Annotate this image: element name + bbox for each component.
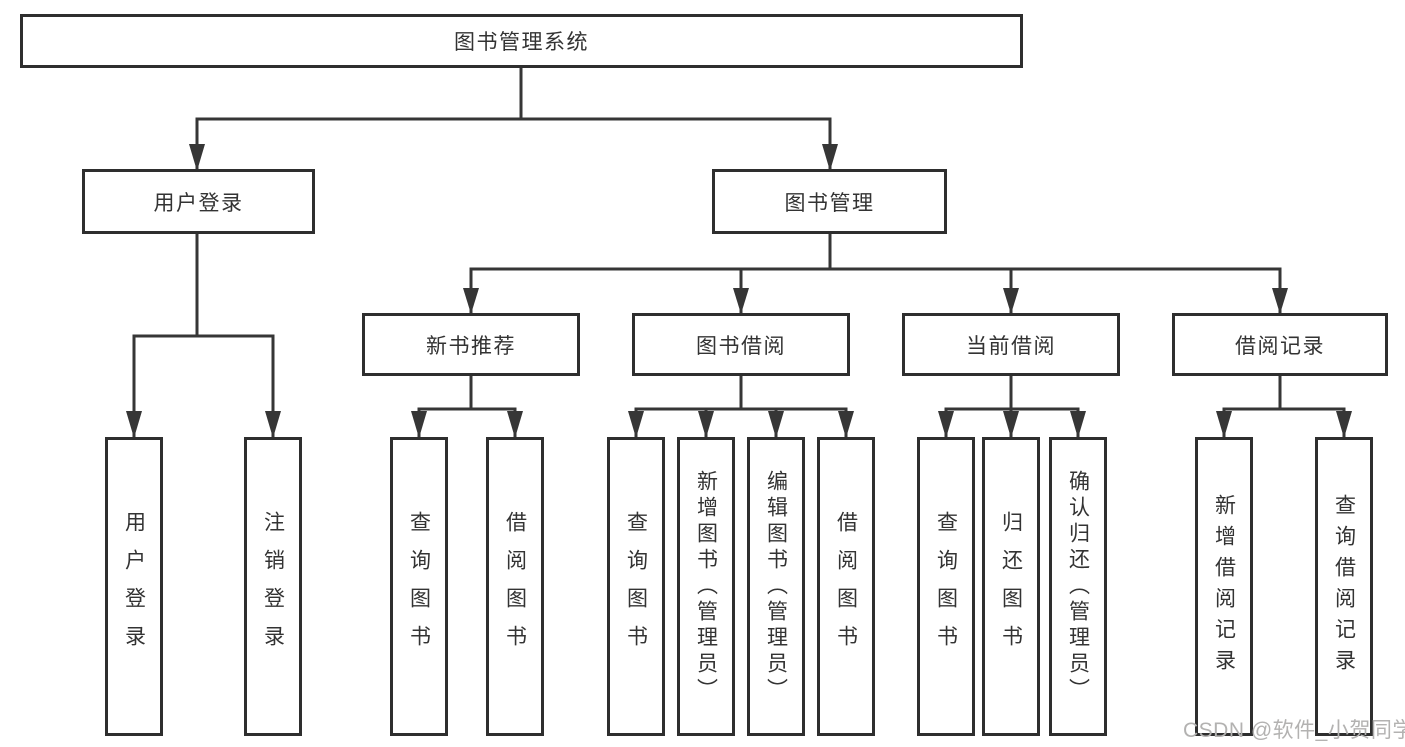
node-label: 当前借阅 bbox=[966, 334, 1056, 358]
leaf-add-book-admin: 新增图书（管理员） bbox=[677, 437, 735, 736]
node-user-login: 用户登录 bbox=[82, 169, 315, 234]
leaf-user-login: 用户登录 bbox=[105, 437, 163, 736]
node-label: 借阅图书 bbox=[834, 510, 858, 663]
node-label: 编辑图书（管理员） bbox=[764, 469, 788, 704]
leaf-current-query-book: 查询图书 bbox=[917, 437, 975, 736]
node-label: 查询图书 bbox=[624, 510, 648, 663]
node-label: 新增图书（管理员） bbox=[694, 469, 718, 704]
node-label: 查询图书 bbox=[934, 510, 958, 663]
node-label: 图书管理 bbox=[784, 191, 875, 215]
node-book-management: 图书管理 bbox=[712, 169, 947, 234]
leaf-borrowing-query-book: 查询图书 bbox=[607, 437, 665, 736]
node-library-management-system: 图书管理系统 bbox=[20, 14, 1023, 68]
node-book-borrowing: 图书借阅 bbox=[632, 313, 850, 376]
node-label: 用户登录 bbox=[122, 510, 146, 663]
node-label: 图书借阅 bbox=[696, 334, 786, 358]
leaf-recommend-query-book: 查询图书 bbox=[390, 437, 448, 736]
node-label: 查询图书 bbox=[407, 510, 431, 663]
node-label: 确认归还（管理员） bbox=[1066, 469, 1090, 704]
csdn-watermark: CSDN @软件_小贺同学 bbox=[1183, 719, 1405, 742]
leaf-confirm-return-admin: 确认归还（管理员） bbox=[1049, 437, 1107, 736]
node-label: 借阅图书 bbox=[503, 510, 527, 663]
leaf-recommend-borrow-book: 借阅图书 bbox=[486, 437, 544, 736]
leaf-return-book: 归还图书 bbox=[982, 437, 1040, 736]
node-current-borrowing: 当前借阅 bbox=[902, 313, 1120, 376]
node-label: 借阅记录 bbox=[1235, 334, 1325, 358]
node-label: 新书推荐 bbox=[426, 334, 516, 358]
arrowheads bbox=[126, 144, 1352, 438]
node-label: 归还图书 bbox=[999, 510, 1023, 663]
node-label: 注销登录 bbox=[261, 510, 285, 663]
leaf-logout: 注销登录 bbox=[244, 437, 302, 736]
node-label: 用户登录 bbox=[153, 191, 244, 215]
leaf-borrowing-borrow-book: 借阅图书 bbox=[817, 437, 875, 736]
node-label: 查询借阅记录 bbox=[1332, 493, 1356, 680]
node-label: 新增借阅记录 bbox=[1212, 493, 1236, 680]
node-label: 图书管理系统 bbox=[454, 31, 589, 54]
leaf-add-borrow-record: 新增借阅记录 bbox=[1195, 437, 1253, 736]
node-borrowing-records: 借阅记录 bbox=[1172, 313, 1388, 376]
node-new-book-recommend: 新书推荐 bbox=[362, 313, 580, 376]
leaf-edit-book-admin: 编辑图书（管理员） bbox=[747, 437, 805, 736]
leaf-query-borrow-record: 查询借阅记录 bbox=[1315, 437, 1373, 736]
